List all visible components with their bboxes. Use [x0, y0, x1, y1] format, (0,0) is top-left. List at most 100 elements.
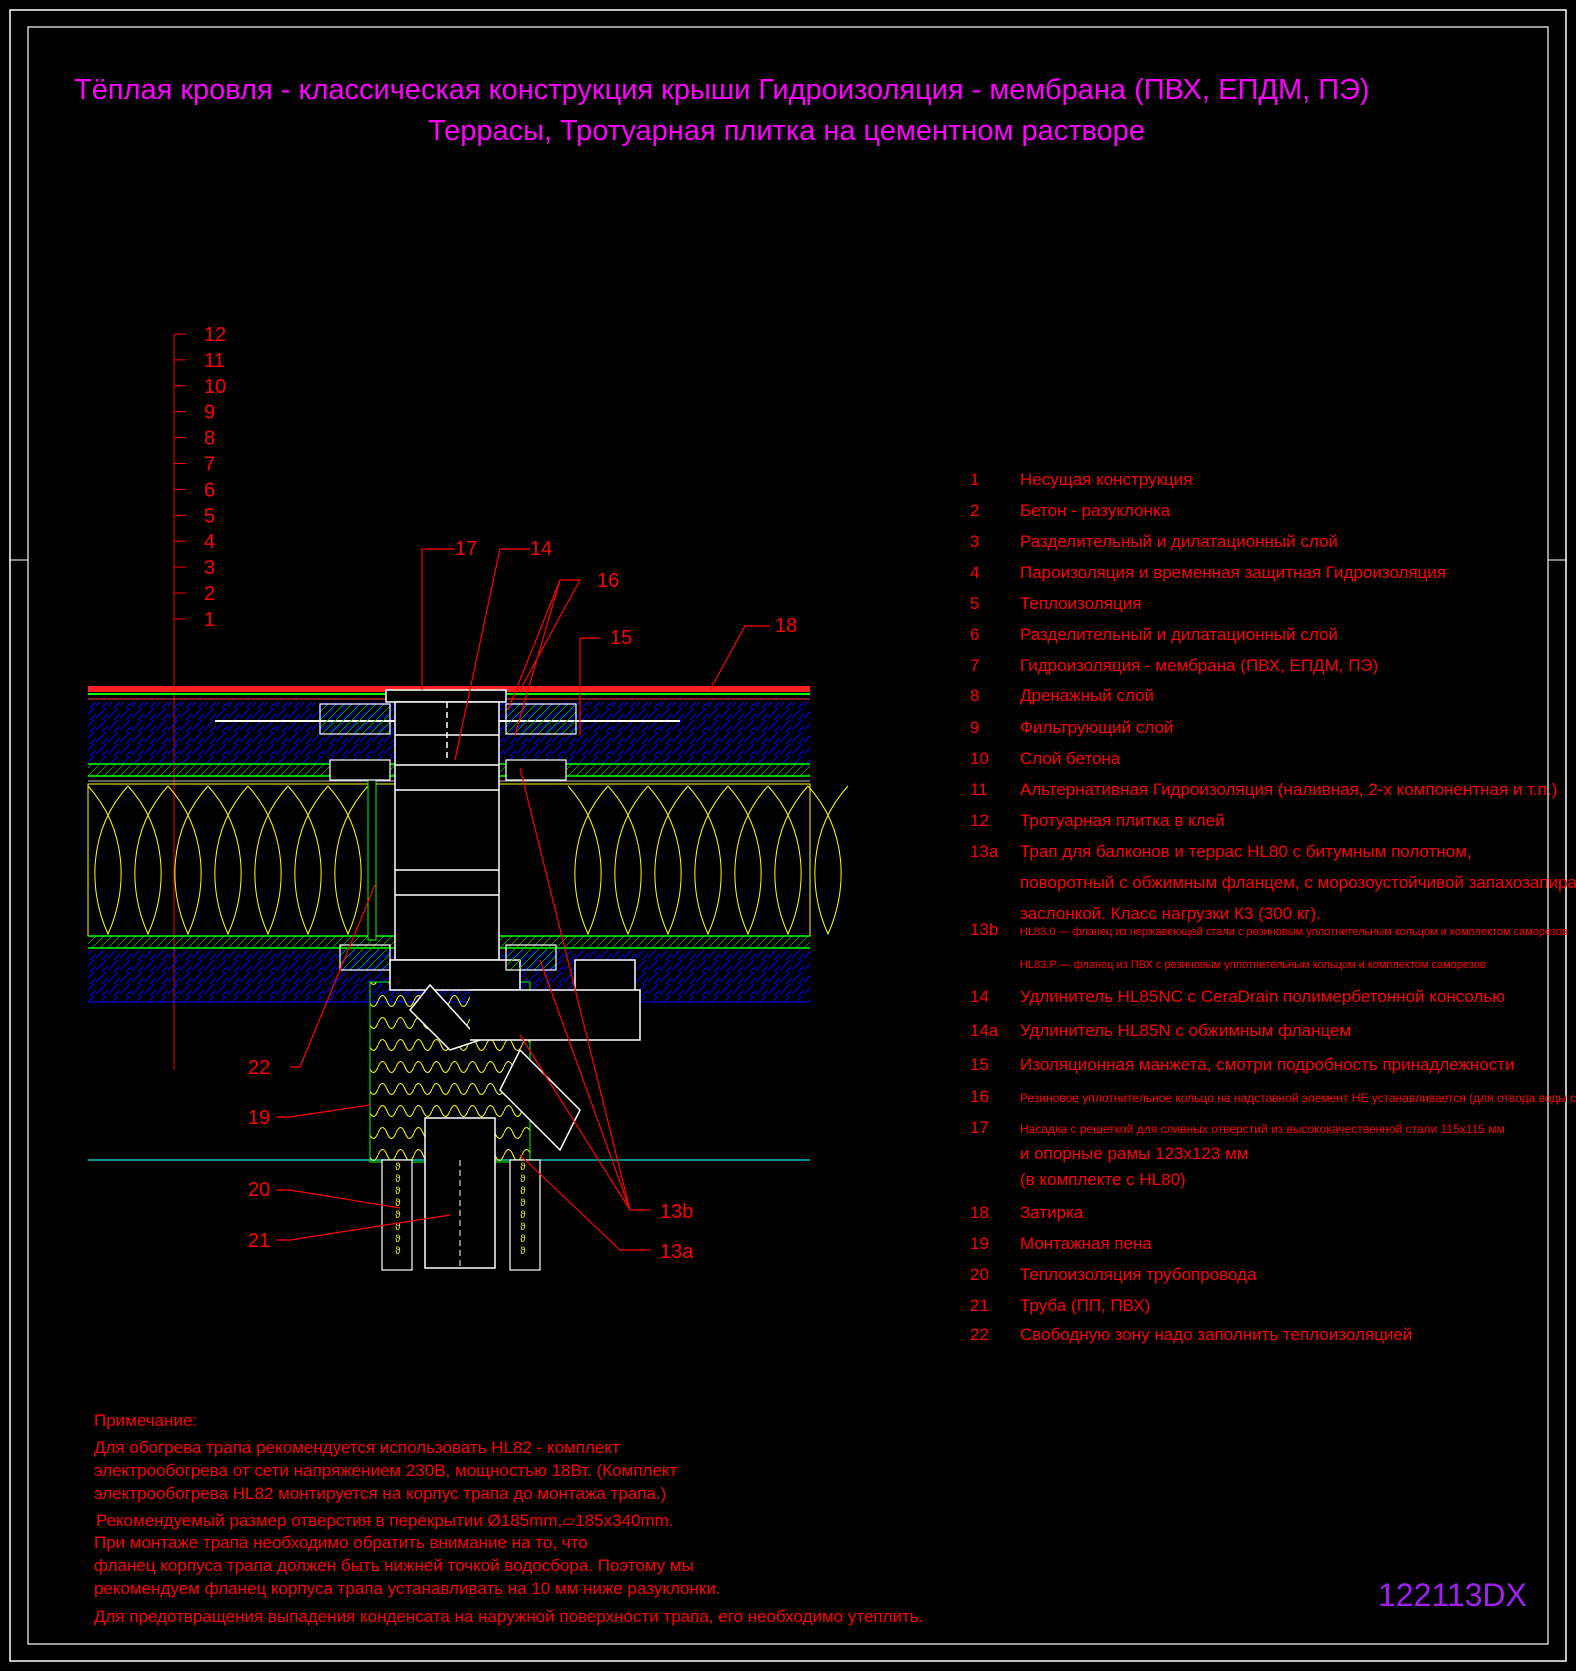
callout-22: 22: [248, 1057, 270, 1079]
callout-19: 19: [248, 1107, 270, 1129]
legend-item-13a: 13a Трап для балконов и террас HL80 с бит…: [970, 842, 1576, 923]
layer-tile: [88, 686, 810, 692]
scale-label: 11: [204, 350, 225, 372]
scale-label: 8: [204, 428, 215, 450]
callout-17: 17: [455, 538, 477, 560]
scale-label: 4: [204, 531, 215, 553]
legend-text: поворотный с обжимным фланцем, с морозоу…: [1020, 873, 1576, 892]
legend-text: Труба (ПП, ПВХ): [1020, 1296, 1150, 1315]
title-line-1: Тёплая кровля - классическая конструкция…: [74, 74, 1370, 106]
legend-text: Пароизоляция и временная защитная Гидрои…: [1020, 563, 1446, 582]
callout-13b: 13b: [660, 1201, 693, 1223]
svg-text:ϑ: ϑ: [520, 1210, 526, 1221]
legend-item-21: 21 Труба (ПП, ПВХ): [970, 1296, 1150, 1315]
scale-label: 1: [204, 609, 215, 631]
scale-label: 10: [204, 376, 226, 398]
scale-label: 5: [204, 505, 215, 527]
legend-number: 14a: [970, 1021, 999, 1040]
legend-text: Насадка с решеткой для сливных отверстий…: [1020, 1122, 1505, 1136]
callout-leaders: [276, 548, 770, 1251]
svg-text:ϑ: ϑ: [395, 1234, 401, 1245]
svg-text:ϑ: ϑ: [395, 1174, 401, 1185]
callout-14: 14: [530, 538, 552, 560]
notes: Примечание: Для обогрева трапа рекоменду…: [94, 1411, 923, 1626]
legend-number: 13a: [970, 842, 999, 861]
note-line: рекомендуем фланец корпуса трапа устанав…: [94, 1579, 721, 1598]
legend-text: HL83.0 — фланец из нержавеющей стали с р…: [1020, 926, 1568, 938]
scale-label: 7: [204, 454, 215, 476]
svg-text:ϑ: ϑ: [395, 1210, 401, 1221]
note-line: фланец корпуса трапа должен быть нижней …: [94, 1556, 694, 1575]
note-line: При монтаже трапа необходимо обратить вн…: [94, 1533, 588, 1552]
legend-number: 1: [970, 470, 979, 489]
legend-text: Фильтрующий слой: [1020, 718, 1173, 737]
legend-text: Резиновое уплотнительное кольцо на надст…: [1020, 1091, 1576, 1105]
outer-frame: [9, 9, 1567, 1662]
legend-text: Разделительный и дилатационный слой: [1020, 625, 1338, 644]
note-heading: Примечание:: [94, 1411, 197, 1430]
legend-text: Монтажная пена: [1020, 1234, 1152, 1253]
legend-text: Изоляционная манжета, смотри подробность…: [1020, 1055, 1515, 1074]
note-line: электрообогрева HL82 монтируется на корп…: [94, 1484, 666, 1503]
drain-flanges: [319, 703, 577, 971]
legend-text: Удлинитель HL85N с обжимным фланцем: [1020, 1021, 1351, 1040]
legend-number: 11: [970, 780, 988, 799]
legend-text: Удлинитель HL85NC с CeraDrain полимербет…: [1020, 987, 1505, 1006]
svg-text:ϑ: ϑ: [520, 1246, 526, 1257]
note-line: Рекомендуемый размер отверстия в перекры…: [96, 1511, 674, 1530]
legend-text: Трап для балконов и террас HL80 с битумн…: [1020, 842, 1472, 861]
legend-number: 17: [970, 1118, 989, 1137]
legend-text: Теплоизоляция трубопровода: [1020, 1265, 1257, 1284]
legend-item-17: 17 Насадка с решеткой для сливных отверст…: [970, 1118, 1505, 1189]
title-line-2: Террасы, Тротуарная плитка на цементном …: [428, 115, 1145, 147]
legend-number: 10: [970, 749, 989, 768]
legend-number: 20: [970, 1265, 989, 1284]
legend-item-22: 22 Свободную зону надо заполнить теплоизо…: [970, 1325, 1412, 1344]
callout-labels: 17 14 16 15 18 22 19 20 21 13b 13a: [248, 538, 797, 1263]
legend-text: Бетон - разуклонка: [1020, 501, 1171, 520]
callout-15: 15: [610, 627, 632, 649]
svg-text:ϑ: ϑ: [520, 1174, 526, 1185]
callout-18: 18: [775, 615, 797, 637]
callout-13a: 13a: [660, 1241, 694, 1263]
legend-text: Свободную зону надо заполнить теплоизоля…: [1020, 1325, 1412, 1344]
legend-number: 21: [970, 1296, 989, 1315]
legend-number: 2: [970, 501, 979, 520]
legend-number: 22: [970, 1325, 989, 1344]
legend-text: Дренажный слой: [1020, 686, 1154, 705]
inner-frame: [27, 26, 1549, 1645]
legend-item-16: 16 Резиновое уплотнительное кольцо на над…: [970, 1087, 1576, 1106]
svg-text:ϑ: ϑ: [395, 1186, 401, 1197]
legend-text: (в комплекте с HL80): [1020, 1170, 1186, 1189]
drawing-code: 122113DX: [1378, 1577, 1527, 1613]
legend-item-20: 20 Теплоизоляция трубопровода: [970, 1265, 1257, 1284]
legend-item-4: 4 Пароизоляция и временная защитная Гидро…: [970, 563, 1446, 582]
legend-text: Разделительный и дилатационный слой: [1020, 532, 1338, 551]
scale-label: 2: [204, 583, 215, 605]
note-line: Для предотвращения выпадения конденсата …: [94, 1607, 923, 1626]
legend-number: 4: [970, 563, 979, 582]
legend-text: Затирка: [1020, 1203, 1084, 1222]
legend-number: 16: [970, 1087, 989, 1106]
callout-20: 20: [248, 1179, 270, 1201]
svg-text:ϑ: ϑ: [395, 1222, 401, 1233]
insulation-hatch: [87, 785, 849, 936]
legend-text: Гидроизоляция - мембрана (ПВХ, ЕПДМ, ПЭ): [1020, 656, 1378, 675]
scale-label: 9: [204, 402, 215, 424]
